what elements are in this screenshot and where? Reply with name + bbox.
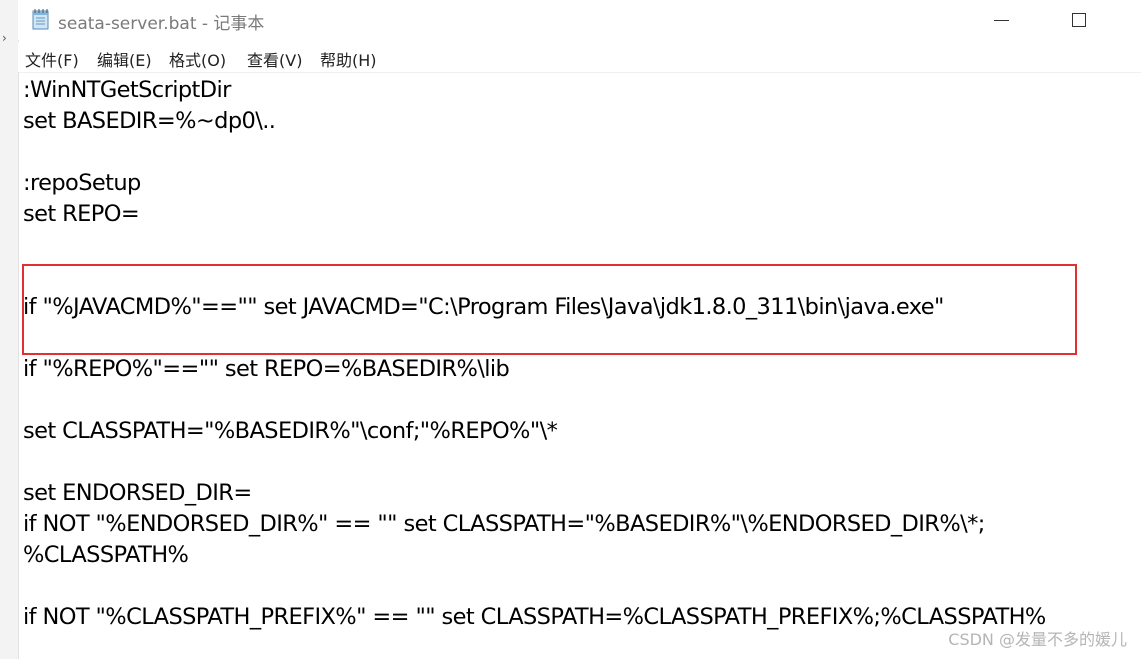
text-editor[interactable]: :WinNTGetScriptDir set BASEDIR=%~dp0\.. …: [19, 72, 1141, 660]
left-panel-edge: ›: [0, 0, 19, 659]
menu-edit[interactable]: 编辑(E): [97, 51, 152, 70]
window-title: seata-server.bat - 记事本: [58, 14, 265, 34]
menu-help[interactable]: 帮助(H): [320, 51, 377, 70]
editor-line: :WinNTGetScriptDir: [23, 77, 231, 103]
editor-line: set BASEDIR=%~dp0\..: [23, 108, 276, 134]
menu-view[interactable]: 查看(V): [247, 51, 303, 70]
maximize-button[interactable]: [1056, 0, 1102, 40]
menu-format[interactable]: 格式(O): [169, 51, 227, 70]
title-bar: seata-server.bat - 记事本: [18, 0, 1141, 40]
chevron-right-icon[interactable]: ›: [2, 31, 7, 45]
editor-line: set ENDORSED_DIR=: [23, 480, 252, 506]
editor-line: if NOT "%CLASSPATH_PREFIX%" == "" set CL…: [23, 604, 1046, 630]
minimize-icon: [994, 20, 1009, 21]
editor-line: %CLASSPATH%: [23, 542, 189, 568]
editor-line: :repoSetup: [23, 170, 141, 196]
notepad-icon: [32, 9, 49, 30]
editor-line: if NOT "%ENDORSED_DIR%" == "" set CLASSP…: [23, 511, 985, 537]
menu-file[interactable]: 文件(F): [25, 51, 79, 70]
watermark: CSDN @发量不多的媛儿: [948, 630, 1127, 649]
minimize-button[interactable]: [978, 0, 1024, 40]
editor-line: set REPO=: [23, 201, 140, 227]
maximize-icon: [1072, 13, 1086, 27]
editor-line: set CLASSPATH="%BASEDIR%"\conf;"%REPO%"\…: [23, 418, 558, 444]
menu-bar: 文件(F) 编辑(E) 格式(O) 查看(V) 帮助(H): [18, 42, 1141, 72]
editor-line: if "%JAVACMD%"=="" set JAVACMD="C:\Progr…: [23, 294, 944, 320]
editor-line: if "%REPO%"=="" set REPO=%BASEDIR%\lib: [23, 356, 510, 382]
